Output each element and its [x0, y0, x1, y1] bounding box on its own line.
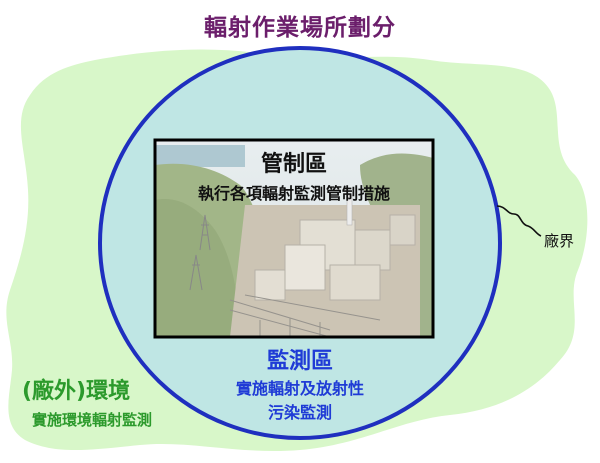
control-zone-frame	[153, 138, 435, 339]
monitor-zone-description-line: 實施輻射及放射性	[235, 379, 364, 398]
monitor-zone-description-line: 污染監測	[267, 403, 332, 422]
monitor-zone-title: 監測區	[266, 349, 333, 374]
environment-zone-description: 實施環境輻射監測	[32, 411, 153, 429]
boundary-label: 廠界	[544, 232, 575, 250]
control-zone-description: 執行各項輻射監測管制措施	[197, 184, 390, 203]
control-zone-title: 管制區	[260, 152, 327, 177]
environment-zone-title: (廠外)環境	[22, 379, 131, 404]
nuclear-plant-photo	[155, 140, 433, 337]
diagram-title: 輻射作業場所劃分	[204, 15, 396, 41]
boundary-leader-line	[496, 205, 542, 237]
